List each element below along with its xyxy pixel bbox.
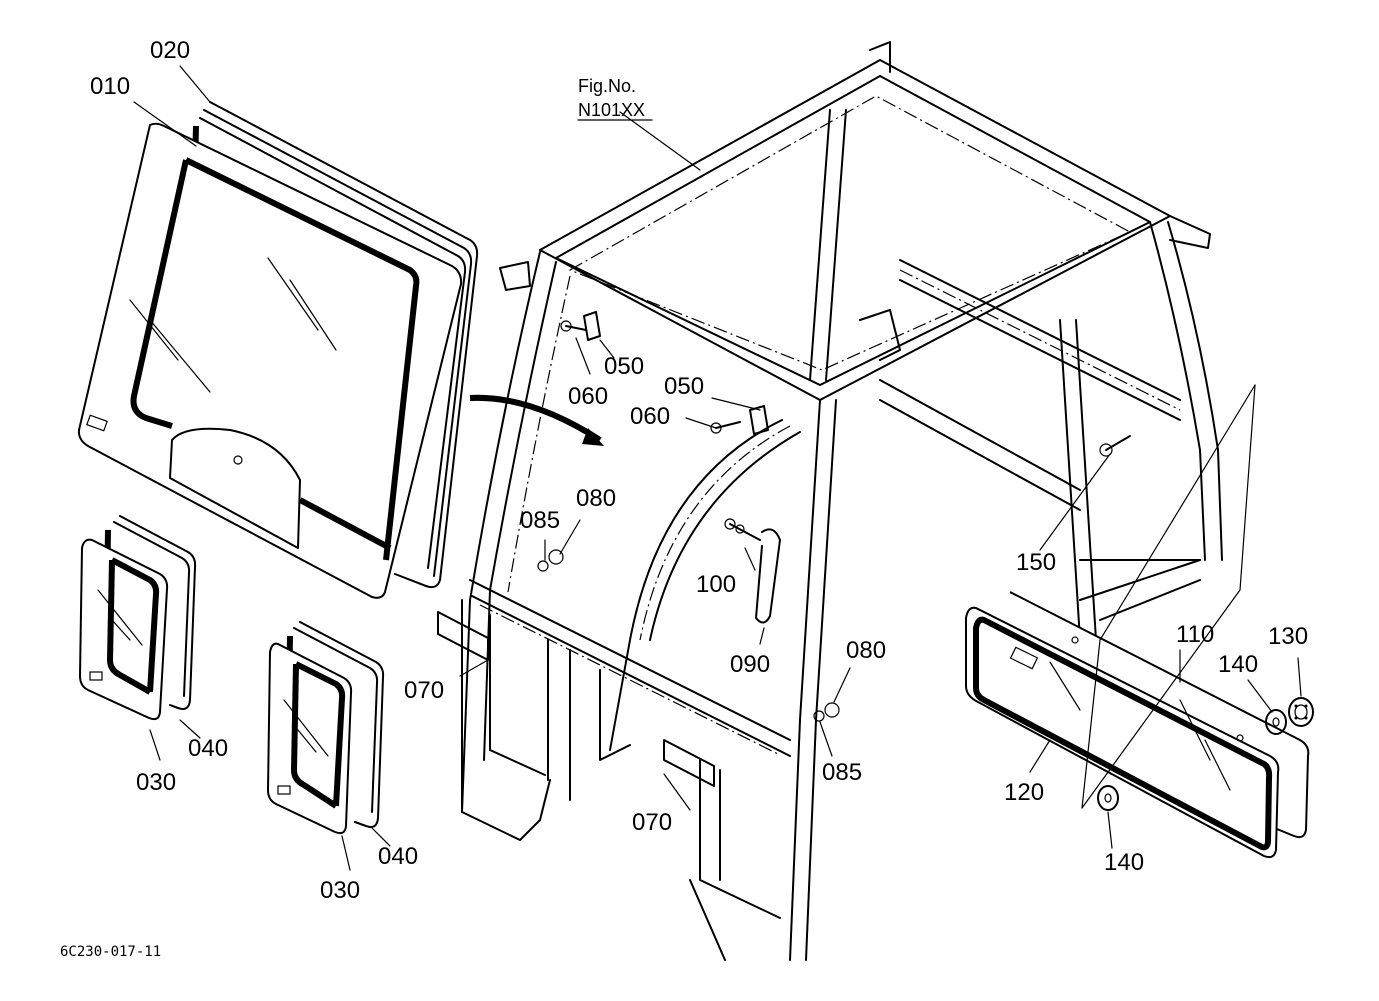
callout-100[interactable]: 100	[696, 571, 736, 598]
front-window-glass-010	[77, 122, 463, 599]
callout-070-left[interactable]: 070	[404, 677, 444, 704]
grommet-130	[1288, 697, 1314, 727]
leader-lines	[133, 65, 1302, 871]
callout-040-right[interactable]: 040	[378, 843, 418, 870]
callout-080-upper[interactable]: 080	[576, 485, 616, 512]
callout-060-lower[interactable]: 060	[630, 403, 670, 430]
callout-070-right[interactable]: 070	[632, 809, 672, 836]
cabin-frame	[437, 41, 1223, 961]
callout-010[interactable]: 010	[90, 73, 130, 100]
callout-090[interactable]: 090	[730, 651, 770, 678]
callout-030-left[interactable]: 030	[136, 769, 176, 796]
callout-085-lower[interactable]: 085	[822, 759, 862, 786]
callout-020[interactable]: 020	[150, 37, 190, 64]
callout-150[interactable]: 150	[1016, 549, 1056, 576]
callout-060-upper[interactable]: 060	[568, 383, 608, 410]
callout-140-upper[interactable]: 140	[1218, 651, 1258, 678]
callout-040-left[interactable]: 040	[188, 735, 228, 762]
fig-no-value: N101XX	[578, 100, 645, 120]
side-window-glass-030-right	[267, 642, 353, 835]
side-window-glass-030-left	[79, 538, 169, 721]
rear-window-seal-120	[965, 591, 1310, 859]
callout-140-lower[interactable]: 140	[1104, 849, 1144, 876]
callout-080-lower[interactable]: 080	[846, 637, 886, 664]
callout-110[interactable]: 110	[1176, 621, 1214, 648]
callout-030-right[interactable]: 030	[320, 877, 360, 904]
callout-130[interactable]: 130	[1268, 623, 1308, 650]
callout-085-upper[interactable]: 085	[520, 507, 560, 534]
drawing-code: 6C230-017-11	[60, 944, 161, 960]
callout-050-lower[interactable]: 050	[664, 373, 704, 400]
install-direction-arrow	[469, 394, 604, 446]
callout-120[interactable]: 120	[1004, 779, 1044, 806]
callout-050-upper[interactable]: 050	[604, 353, 644, 380]
washer-140-lower	[1097, 785, 1119, 811]
fig-no-label: Fig.No.	[578, 76, 636, 96]
washer-140-upper	[1265, 709, 1287, 735]
